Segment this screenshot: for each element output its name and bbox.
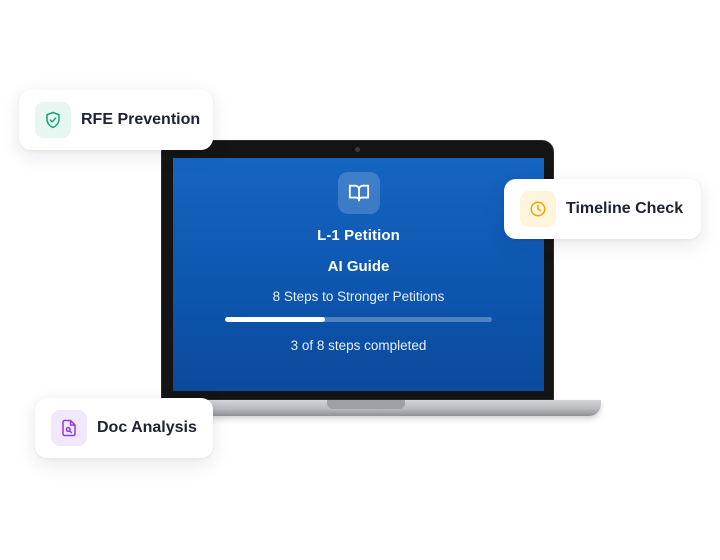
doc-icon-tile bbox=[51, 410, 87, 446]
rfe-icon-tile bbox=[35, 102, 71, 138]
guide-subtitle: AI Guide bbox=[327, 258, 390, 275]
steps-completed: 3 of 8 steps completed bbox=[290, 338, 427, 353]
rfe-prevention-card: RFE Prevention bbox=[19, 90, 213, 150]
doc-analysis-card: Doc Analysis bbox=[35, 398, 213, 458]
timeline-icon-tile bbox=[520, 191, 556, 227]
laptop-camera bbox=[355, 147, 360, 152]
shield-check-icon bbox=[46, 111, 60, 129]
laptop-screen: L-1 Petition AI Guide 8 Steps to Stronge… bbox=[173, 158, 544, 391]
progress-fill bbox=[225, 317, 326, 322]
document-search-icon bbox=[62, 419, 76, 437]
timeline-check-label: Timeline Check bbox=[566, 200, 684, 217]
progress-bar bbox=[225, 317, 492, 322]
laptop-base bbox=[130, 400, 601, 416]
steps-summary: 8 Steps to Stronger Petitions bbox=[272, 289, 445, 304]
laptop-notch bbox=[326, 400, 405, 409]
rfe-prevention-label: RFE Prevention bbox=[81, 111, 201, 128]
laptop-lid: L-1 Petition AI Guide 8 Steps to Stronge… bbox=[161, 140, 554, 400]
book-tile bbox=[337, 172, 380, 214]
clock-icon bbox=[530, 201, 546, 217]
timeline-check-card: Timeline Check bbox=[504, 179, 701, 239]
guide-title: L-1 Petition bbox=[317, 227, 400, 244]
book-open-icon bbox=[348, 184, 369, 202]
doc-analysis-label: Doc Analysis bbox=[97, 419, 197, 436]
